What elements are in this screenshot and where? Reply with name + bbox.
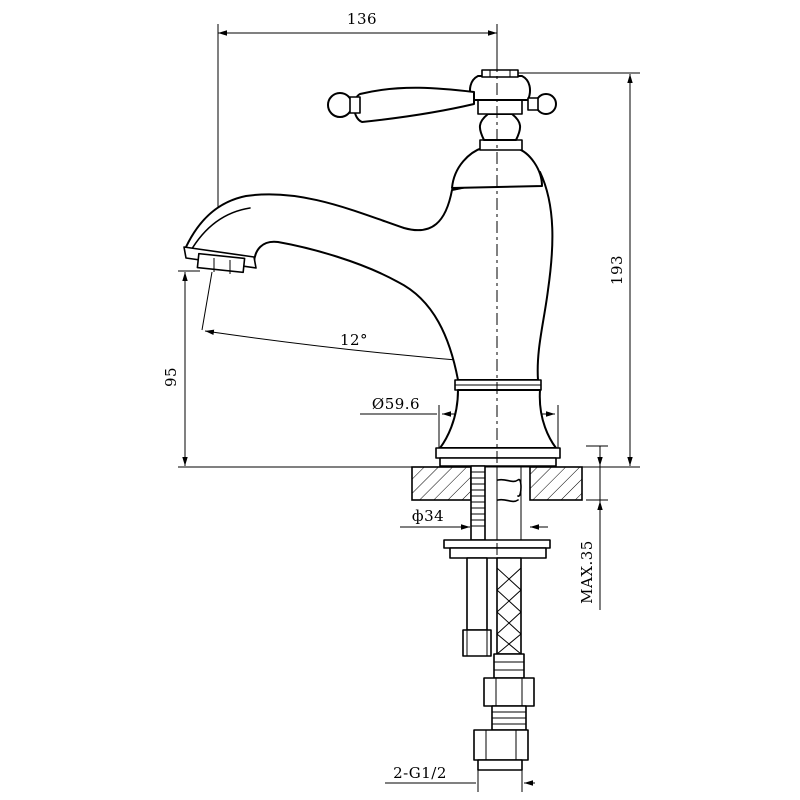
height-dimension-label: 193 — [608, 255, 626, 285]
mounting-hardware — [443, 465, 551, 771]
base-diameter-dimension-label: Ø59.6 — [372, 395, 420, 413]
faucet-body — [183, 171, 561, 467]
angle-dimension-label: 12° — [340, 331, 368, 349]
thread-dimension-label: 2-G1/2 — [393, 764, 447, 782]
countertop-section — [411, 466, 583, 501]
width-dimension-label: 136 — [347, 10, 377, 28]
lever-handle — [327, 69, 557, 189]
shank-diameter-dimension-label: ф34 — [412, 507, 444, 525]
max-thickness-dimension-label: MAX.35 — [578, 540, 596, 604]
spout-height-dimension-label: 95 — [162, 367, 180, 387]
